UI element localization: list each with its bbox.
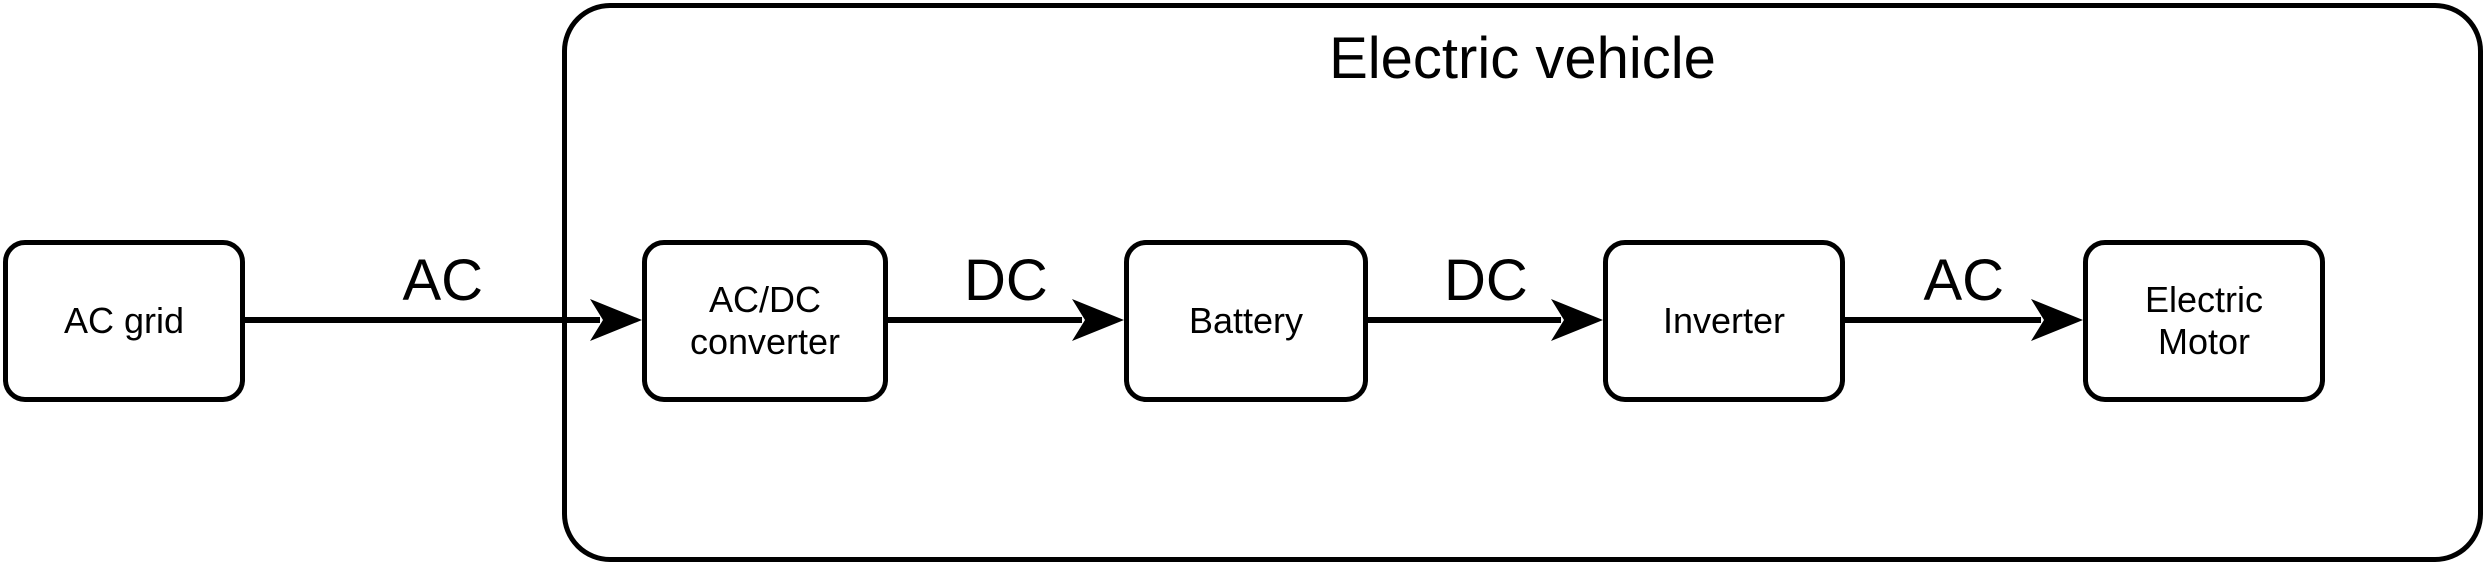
node-battery[interactable]: Battery [1124, 240, 1368, 402]
edge-label-edge-inverter-to-motor: AC [1923, 248, 2005, 313]
node-label: AC grid [63, 300, 185, 342]
node-inverter[interactable]: Inverter [1603, 240, 1845, 402]
node-label: Battery [1188, 300, 1304, 342]
edge-label-edge-grid-to-converter: AC [402, 248, 484, 313]
node-ac-grid[interactable]: AC grid [3, 240, 245, 402]
edge-label-edge-battery-to-inverter: DC [1444, 248, 1528, 313]
node-label: Inverter [1662, 300, 1786, 342]
edge-label-edge-converter-to-battery: DC [964, 248, 1048, 313]
electric-vehicle-group-box [562, 3, 2483, 562]
electric-vehicle-group-label: Electric vehicle [1329, 26, 1716, 91]
